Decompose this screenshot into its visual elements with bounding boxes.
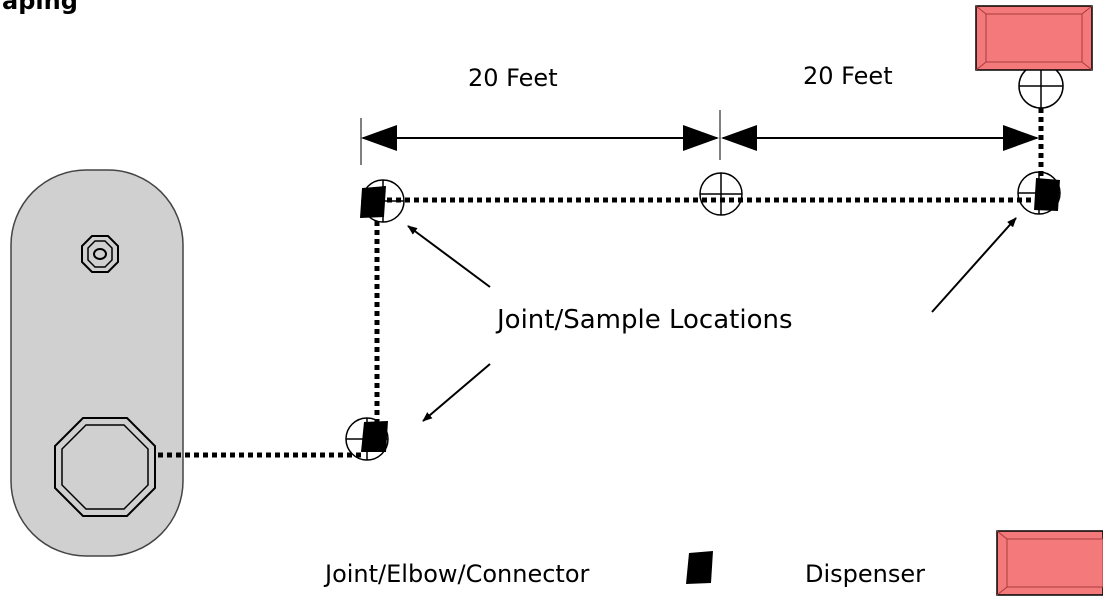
tank-small-fitting-icon: [81, 235, 119, 273]
elbow-connector-icon-bottom: [361, 421, 388, 452]
legend-joint-label: Joint/Elbow/Connector: [325, 560, 590, 588]
tank-manway-icon: [54, 417, 156, 517]
legend-dispenser-icon: [996, 530, 1103, 596]
dimension-label-right: 20 Feet: [803, 62, 893, 90]
dispenser-icon: [975, 5, 1093, 71]
elbow-connector-icon-top-left: [360, 186, 386, 218]
elbow-connector-icon-top-right: [1034, 178, 1060, 211]
storage-tank: [10, 169, 184, 557]
sample-location-mid: [699, 172, 743, 216]
callout-arrows: [407, 217, 1017, 422]
dimension-line-left: [360, 110, 721, 165]
cropped-heading-fragment: aping: [2, 0, 78, 14]
legend-dispenser-label: Dispenser: [805, 560, 925, 588]
sample-locations-label: Joint/Sample Locations: [497, 305, 793, 335]
dimension-label-left: 20 Feet: [468, 64, 558, 92]
legend-connector-icon: [686, 551, 713, 584]
pipe-run: [158, 108, 1044, 458]
